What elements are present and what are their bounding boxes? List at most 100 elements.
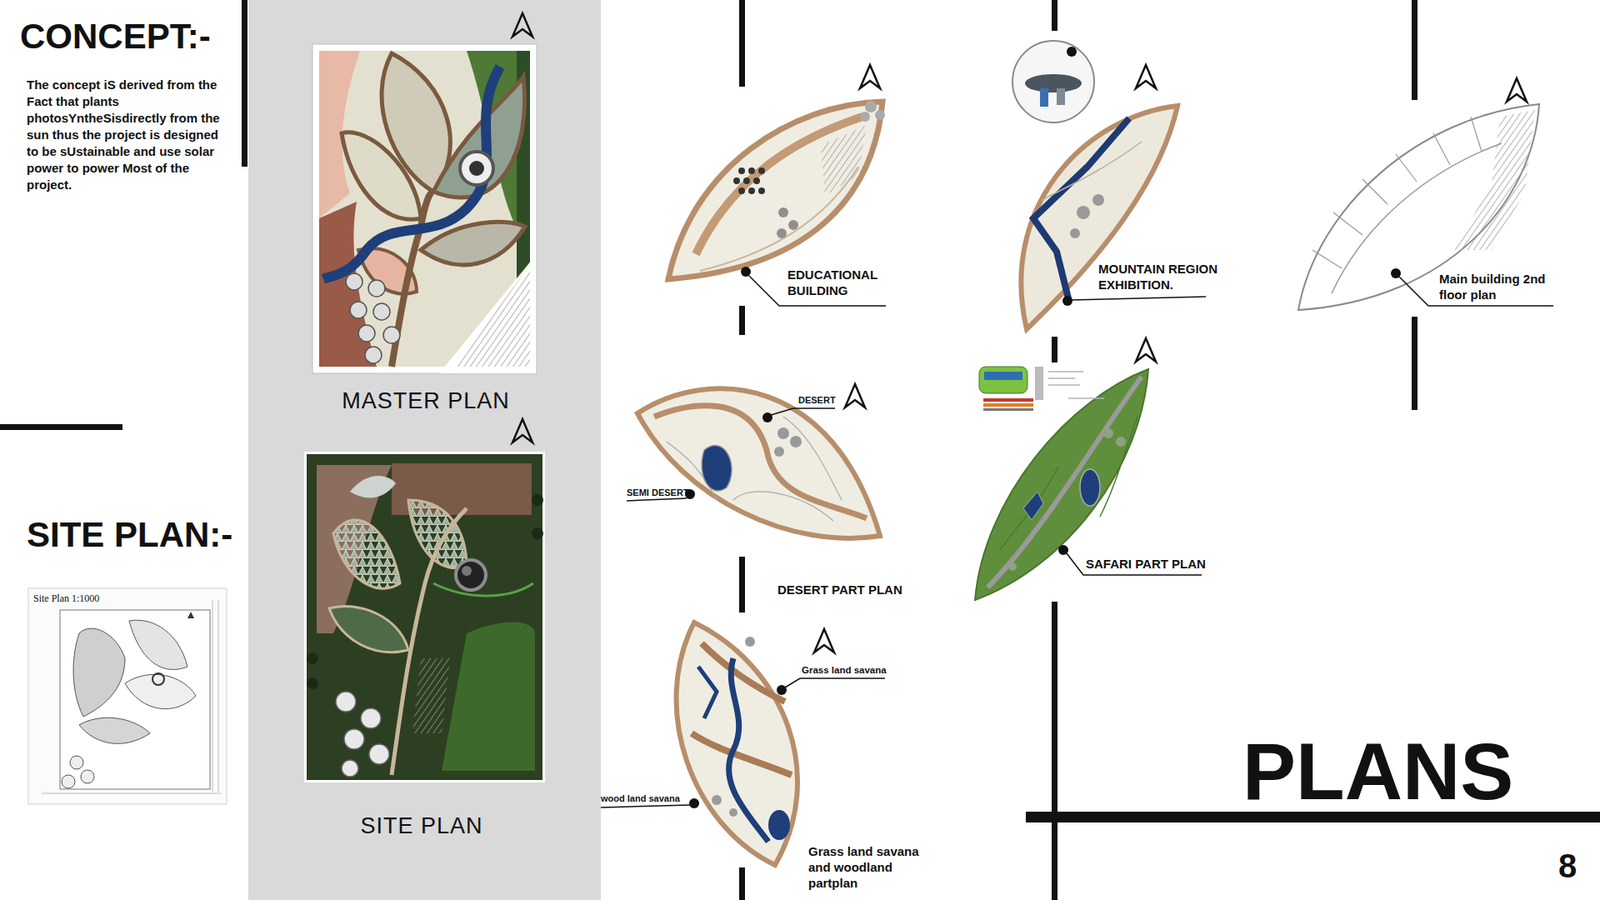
educational-leaf-part-part: [758, 187, 765, 195]
mountain-leaf-part: [1025, 74, 1082, 93]
main-building-leaf-part-part: [1395, 154, 1417, 182]
main-building-leaf-part-part: [1333, 212, 1363, 235]
site-plan-render-part: [360, 708, 381, 729]
savanna-leaf-part: [600, 805, 690, 808]
safari-leaf-part: [987, 376, 1142, 588]
desert-leaf-part: [666, 416, 842, 521]
mountain-leaf-part: [1066, 46, 1077, 57]
safari-leaf-part: [1035, 366, 1044, 400]
master-plan-part: [469, 160, 485, 176]
desert-leaf-part: [774, 427, 802, 457]
mountain-leaf-part: [1012, 40, 1095, 123]
rule-lines-part: [1051, 336, 1058, 363]
site-plan-render-part: [441, 622, 535, 772]
site-plan-render: [304, 419, 545, 783]
section-heading: CONCEPT:-: [20, 16, 211, 57]
small-site-plan: [28, 588, 227, 805]
desert-leaf-part: [770, 408, 835, 415]
site-plan-render-part: [350, 475, 396, 498]
plan-label: DESERT PART PLAN: [777, 582, 903, 597]
mountain-leaf-part-part: [1070, 228, 1080, 239]
safari-leaf-part-part: [1115, 436, 1126, 447]
small-site-plan-part: [61, 775, 75, 789]
educational-leaf-part: [776, 207, 799, 239]
main-building-leaf-part-part: [1433, 133, 1450, 165]
master-plan-part: [439, 255, 536, 374]
main-building-leaf-part: [1454, 110, 1535, 250]
site-plan-render-part: [335, 691, 356, 712]
desert-leaf-part: [637, 388, 880, 539]
master-plan-part: [323, 66, 500, 280]
main-building-leaf-part-part: [1312, 250, 1342, 269]
savanna-leaf-part: [698, 666, 717, 719]
desert-leaf-part: [654, 405, 867, 519]
master-plan-part: [365, 346, 382, 364]
page-title: PLANS: [1242, 731, 1514, 812]
rule-lines-part: [1411, 316, 1418, 410]
educational-leaf-part-part: [743, 177, 750, 185]
safari-leaf-part: [984, 371, 1023, 380]
site-plan-render-part: [412, 658, 450, 734]
educational-leaf-part-part: [758, 167, 765, 175]
rule-lines-part: [739, 556, 745, 613]
master-plan-part: [460, 151, 494, 185]
plan-label: SAFARI PART PLAN: [1085, 556, 1206, 571]
savanna-leaf-part: [776, 685, 787, 695]
plan-title: SITE PLAN: [296, 813, 547, 840]
savanna-leaf-part: [729, 658, 769, 842]
educational-leaf-part-part: [753, 177, 760, 185]
rule-lines-part: [1051, 601, 1058, 900]
zone-label: Grass land savana: [801, 665, 887, 676]
master-plan-part: [512, 13, 533, 37]
safari-leaf-part-part: [1048, 377, 1075, 380]
safari-leaf-part-part: [1008, 562, 1017, 571]
desert-leaf-part: [701, 445, 732, 491]
educational-leaf-part-part: [748, 187, 755, 195]
educational-leaf-part: [668, 101, 883, 280]
educational-leaf-part-part: [748, 167, 755, 175]
site-plan-render-part: [408, 500, 467, 569]
educational-leaf-part: [820, 125, 867, 196]
rule-lines-part: [0, 424, 123, 430]
rule-lines-part: [739, 305, 745, 335]
small-site-plan-part: [73, 628, 125, 717]
safari-leaf-part: [983, 398, 1034, 402]
savanna-leaf-part: [711, 636, 755, 817]
savanna-leaf-part: [689, 798, 700, 809]
zone-label: SEMI DESERT: [626, 487, 690, 499]
page-number: 8: [1558, 846, 1577, 885]
rule-lines-part: [739, 867, 745, 900]
mountain-leaf-part: [1020, 105, 1178, 330]
main-building-leaf-part: [1312, 116, 1482, 269]
site-plan-render-part: [531, 494, 544, 506]
savanna-leaf: [600, 622, 885, 865]
small-site-plan-part: [80, 770, 95, 784]
safari-leaf-part-part: [1048, 384, 1080, 386]
desert-leaf-part-part: [777, 427, 790, 440]
site-plan-render-part: [461, 565, 472, 576]
master-plan-part: [383, 326, 400, 344]
rule-lines-part: [739, 0, 745, 87]
safari-leaf-part: [1008, 428, 1126, 571]
site-plan-render-part: [306, 454, 543, 780]
grey-panel-part: [248, 0, 601, 900]
section-heading: SITE PLAN:-: [26, 515, 233, 555]
safari-leaf-part: [1000, 416, 1138, 550]
mountain-leaf-part: [1071, 296, 1206, 300]
plan-label: Grass land savana and woodland partplan: [808, 843, 934, 891]
mountain-leaf-part: [1040, 88, 1049, 107]
small-site-plan-part: [28, 588, 227, 805]
desert-leaf-part: [626, 498, 687, 501]
safari-leaf-part: [979, 366, 1028, 394]
mountain-leaf-part-part: [1076, 205, 1090, 220]
safari-leaf-part: [1048, 371, 1105, 399]
site-plan-render-part: [306, 677, 319, 690]
site-plan-render-part: [455, 560, 486, 590]
small-site-plan-part: [152, 673, 165, 685]
educational-leaf-part: [860, 100, 885, 122]
mountain-leaf-part: [1062, 295, 1073, 306]
small-site-plan-part: [125, 674, 196, 709]
main-building-leaf-part-part: [1470, 116, 1482, 152]
safari-leaf-part-part: [1068, 397, 1105, 400]
